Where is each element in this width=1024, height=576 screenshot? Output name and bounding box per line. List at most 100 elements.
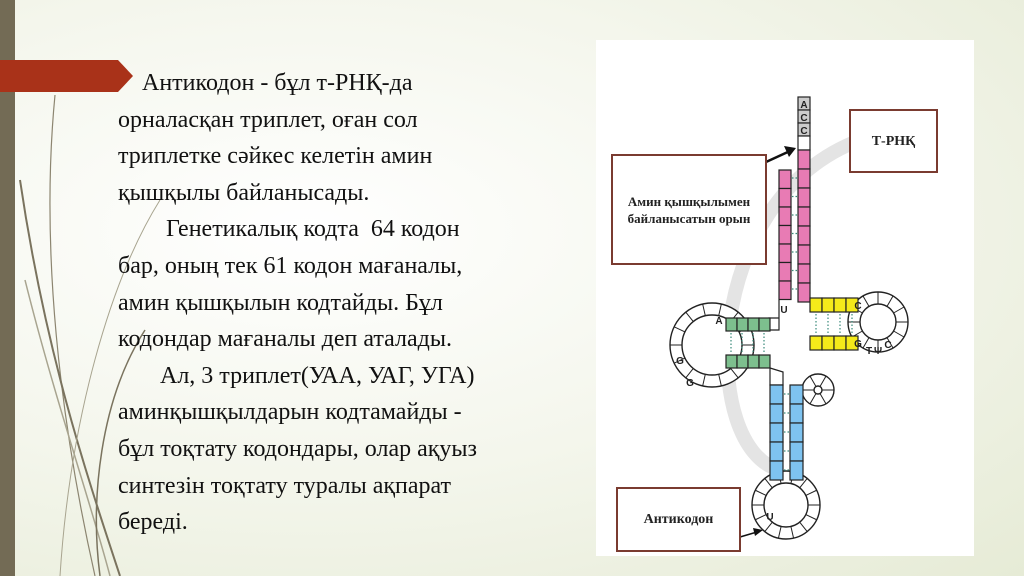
base-label: C bbox=[884, 340, 891, 351]
anticodon-stem-cell bbox=[769, 403, 784, 424]
d-stem-cell bbox=[758, 317, 771, 332]
anticodon-stem-cell bbox=[769, 422, 784, 443]
variable-loop-segment bbox=[809, 375, 817, 387]
anticodon-label: Антикодон bbox=[616, 487, 741, 552]
t-stem-cell bbox=[809, 335, 823, 351]
anticodon-stem-cell bbox=[789, 403, 804, 424]
t-stem-cell bbox=[845, 335, 859, 351]
acceptor-stem-cell bbox=[797, 206, 811, 227]
d-loop-segment bbox=[673, 357, 686, 364]
body-line: амин қышқылын кодтайды. Бұл bbox=[118, 289, 443, 316]
acceptor-stem-cell bbox=[778, 206, 792, 227]
body-line: орналасқан триплет, оған сол bbox=[118, 106, 418, 133]
body-line: аминқышқылдарын кодтамайды - bbox=[118, 399, 462, 426]
acceptor-base: C bbox=[800, 126, 807, 137]
trna-diagram: A C C A G G U C G T Ψ C U bbox=[669, 96, 909, 540]
anticodon-stem-cell bbox=[789, 441, 804, 462]
anticodon-loop-segment bbox=[805, 489, 817, 496]
acceptor-cell bbox=[797, 135, 811, 151]
variable-loop-segment bbox=[809, 393, 817, 405]
acceptor-stem-cell bbox=[797, 263, 811, 284]
base-label: Ψ bbox=[874, 346, 882, 357]
t-loop-segment bbox=[862, 295, 870, 307]
d-loop-segment bbox=[702, 303, 706, 316]
t-loop-segment bbox=[886, 295, 894, 307]
anticodon-stem-cell bbox=[769, 441, 784, 462]
pointer-arrows bbox=[739, 146, 796, 538]
d-stem-cell bbox=[747, 354, 760, 369]
d-stem-cell bbox=[736, 354, 749, 369]
body-line: Ал, 3 триплет(УАА, УАГ, УГА) bbox=[118, 362, 475, 389]
acceptor-stem-cell bbox=[797, 149, 811, 170]
acceptor-stem-cell bbox=[778, 169, 792, 190]
acceptor-stem-cell bbox=[797, 225, 811, 246]
base-label: A bbox=[715, 316, 722, 327]
t-loop-inner bbox=[859, 303, 897, 341]
d-stem-cell bbox=[736, 317, 749, 332]
variable-loop-inner bbox=[813, 385, 823, 395]
body-line: қышқылы байланысады. bbox=[118, 179, 370, 206]
decorative-curves bbox=[19, 94, 161, 576]
d-loop-segment bbox=[685, 311, 694, 322]
anticodon-stem-cell bbox=[769, 460, 784, 481]
anticodon-loop-segment bbox=[755, 489, 767, 496]
base-label: G bbox=[676, 356, 684, 367]
left-decor-bar bbox=[0, 0, 15, 576]
anticodon-stem-cell bbox=[789, 460, 804, 481]
anticodon-stem-cell bbox=[789, 422, 804, 443]
base-label: T bbox=[866, 346, 872, 357]
acceptor-stem-cell bbox=[797, 282, 811, 303]
t-loop-segment bbox=[886, 337, 894, 349]
d-loop-segment bbox=[718, 374, 722, 387]
acceptor-stem-cell bbox=[778, 187, 792, 208]
body-line: Генетикалық кодта 64 кодон bbox=[118, 216, 460, 243]
acceptor-stem-cell bbox=[778, 280, 792, 301]
base-label: C bbox=[854, 301, 861, 312]
t-stem-cell bbox=[833, 297, 847, 313]
t-stem-cell bbox=[809, 297, 823, 313]
t-stem-cell bbox=[821, 335, 835, 351]
base-label: U bbox=[766, 512, 773, 523]
base-label: G bbox=[686, 378, 694, 389]
acceptor-stem-cell bbox=[778, 243, 792, 264]
anticodon-stem-cell bbox=[769, 384, 784, 405]
anticodon-loop-segment bbox=[805, 514, 817, 521]
t-stem-cell bbox=[821, 297, 835, 313]
anticodon-stem-cell bbox=[789, 384, 804, 405]
t-loop-segment bbox=[862, 337, 870, 349]
body-line: триплетке сәйкес келетін амин bbox=[118, 143, 433, 170]
d-loop-segment bbox=[685, 368, 694, 379]
body-line: бар, оның тек 61 кодон мағаналы, bbox=[118, 252, 463, 279]
d-loop-segment bbox=[718, 303, 722, 316]
anticodon-loop-segment bbox=[764, 521, 773, 532]
base-label: U bbox=[780, 305, 787, 316]
body-line: синтезін тоқтату туралы ақпарат bbox=[118, 472, 452, 499]
acceptor-base: C bbox=[800, 113, 807, 124]
body-line: Антикодон - бұл т-РНҚ-да bbox=[118, 70, 413, 96]
d-loop-segment bbox=[673, 326, 686, 333]
body-line: бұл тоқтату кодондары, олар ақуыз bbox=[118, 435, 478, 462]
acceptor-base: A bbox=[800, 100, 807, 111]
acceptor-stem-cell bbox=[797, 168, 811, 189]
variable-loop-segment bbox=[819, 375, 827, 387]
anticodon-loop-segment bbox=[799, 478, 808, 489]
anticodon-loop-segment bbox=[755, 514, 767, 521]
t-stem-cell bbox=[845, 297, 859, 313]
acceptor-stem-cell bbox=[778, 224, 792, 245]
body-line: кодондар мағаналы деп аталады. bbox=[118, 326, 452, 353]
t-stem-cell bbox=[833, 335, 847, 351]
title-banner-arrow bbox=[0, 60, 133, 92]
d-stem-cell bbox=[747, 317, 760, 332]
acceptor-stem-cell bbox=[797, 244, 811, 265]
base-label: G bbox=[854, 339, 862, 350]
body-line: береді. bbox=[118, 509, 188, 536]
d-loop-segment bbox=[702, 374, 706, 387]
d-stem-cell bbox=[725, 354, 738, 369]
anticodon-loop-segment bbox=[764, 478, 773, 489]
acceptor-stem-cell bbox=[778, 261, 792, 282]
d-loop-segment bbox=[730, 368, 739, 379]
variable-loop-segment bbox=[819, 393, 827, 405]
d-stem-cell bbox=[725, 317, 738, 332]
amino-acid-site-label: Амин қышқылымен байланысатын орын bbox=[611, 154, 767, 265]
t-loop-segment bbox=[893, 330, 905, 338]
